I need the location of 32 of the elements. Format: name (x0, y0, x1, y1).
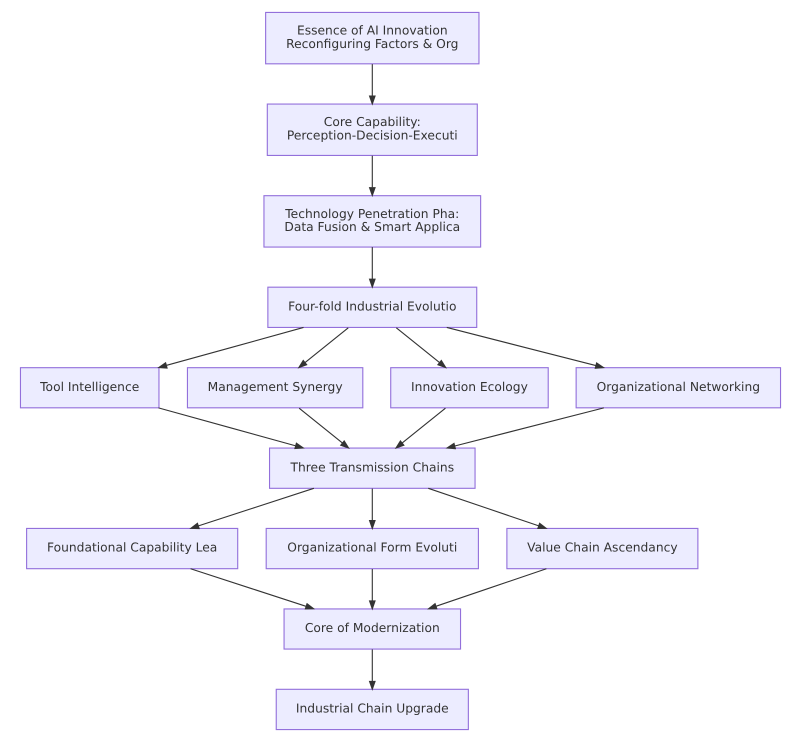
node-box: Industrial Chain Upgrade (276, 688, 469, 730)
arrow (396, 327, 448, 369)
node-box: Four-fold Industrial Evolutio (267, 286, 478, 328)
node-box: Core Capability: Perception-Decision-Executi (266, 104, 478, 156)
node-box: Innovation Ecology (390, 367, 549, 408)
arrow (394, 408, 446, 450)
arrow (157, 326, 304, 369)
arrow (368, 64, 376, 106)
arrow (298, 327, 349, 369)
node-box: Tool Intelligence (20, 367, 160, 408)
arrow (428, 488, 548, 529)
node-box: Essence of AI Innovation Reconfiguring Factors & Org (265, 12, 480, 64)
arrow (298, 408, 350, 450)
arrow (189, 488, 314, 530)
arrow (368, 488, 376, 530)
arrow (368, 649, 376, 691)
arrow (158, 407, 305, 450)
node-box: Technology Penetration Pha: Data Fusion & Smart Applica (263, 195, 482, 248)
arrow (368, 247, 376, 289)
node-box: Organizational Form Evoluti (266, 528, 479, 570)
arrow (446, 326, 606, 369)
node-box: Value Chain Ascendancy (506, 528, 698, 570)
arrow (426, 568, 547, 610)
arrow (368, 569, 376, 610)
node-box: Three Transmission Chains (268, 448, 476, 489)
arrow (190, 568, 316, 610)
node-box: Foundational Capability Lea (26, 528, 238, 570)
arrow (445, 407, 604, 450)
node-box: Organizational Networking (576, 367, 782, 408)
arrow (368, 156, 376, 198)
node-box: Management Synergy (186, 367, 364, 408)
node-box: Core of Modernization (284, 608, 462, 650)
